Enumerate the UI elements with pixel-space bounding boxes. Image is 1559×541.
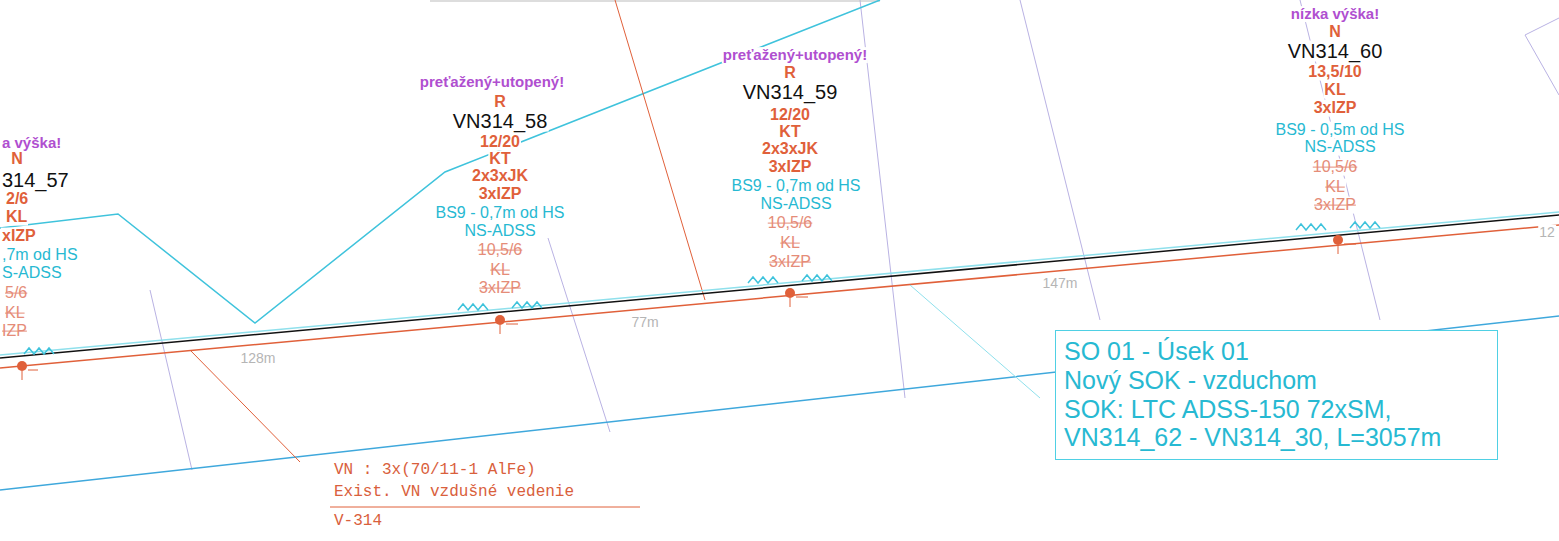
pole-spec: KL bbox=[1323, 82, 1346, 99]
pole-spec: 12/20 bbox=[769, 107, 811, 124]
cable-spec: S-ADSS bbox=[1, 265, 63, 282]
road-edge bbox=[0, 316, 1559, 490]
cable-spec: BS9 - 0,7m od HS bbox=[731, 178, 862, 195]
pole-id: VN314_58 bbox=[452, 111, 549, 132]
pole-spec: R bbox=[493, 94, 507, 111]
pole-spec: xIZP bbox=[1, 228, 37, 245]
note-text: SOK: LTC ADSS-150 72xSM, VN314_62 - VN31… bbox=[1064, 395, 1484, 453]
pole-id: VN314_60 bbox=[1287, 41, 1384, 62]
pole-spec: N bbox=[10, 151, 24, 168]
warning-note: nízka výška! bbox=[1290, 6, 1380, 22]
line-note: V-314 bbox=[333, 513, 383, 530]
cable-spec: NS-ADSS bbox=[759, 196, 832, 213]
warning-note: a výška! bbox=[1, 135, 62, 151]
removed-spec: 5/6 bbox=[4, 285, 28, 302]
pole-spec: 3xIZP bbox=[478, 186, 523, 203]
pole-spec: KL bbox=[5, 209, 28, 226]
pole-spec: 2x3xJK bbox=[471, 168, 529, 185]
line-note: VN : 3x(70/11-1 AlFe) bbox=[333, 462, 537, 479]
pole-spec: 2/6 bbox=[5, 191, 29, 208]
leader-line bbox=[910, 285, 1040, 398]
span-length: 147m bbox=[1041, 276, 1078, 291]
pole-spec: N bbox=[1328, 24, 1342, 41]
removed-spec: 3xIZP bbox=[1313, 197, 1357, 214]
removed-spec: KL bbox=[4, 305, 26, 322]
boundary-line bbox=[615, 0, 705, 300]
cable-spec: ,7m od HS bbox=[1, 247, 79, 264]
pole-spec: 3xIZP bbox=[1313, 100, 1358, 117]
line-note: Exist. VN vzdušné vedenie bbox=[333, 484, 575, 501]
warning-note: preťažený+utopený! bbox=[722, 47, 868, 63]
pole-spec: KT bbox=[488, 151, 511, 168]
removed-spec: IZP bbox=[1, 323, 28, 340]
pole-spec: KT bbox=[778, 124, 801, 141]
removed-spec: KL bbox=[779, 235, 801, 252]
span-length: 12 bbox=[1538, 225, 1556, 240]
pole-id: 314_57 bbox=[1, 170, 70, 191]
span-length: 77m bbox=[630, 315, 659, 330]
pole-spec: R bbox=[783, 65, 797, 82]
note-text: Nový SOK - vzduchom bbox=[1064, 366, 1484, 395]
pole-spec: 3xIZP bbox=[768, 159, 813, 176]
cable-spec: BS9 - 0,7m od HS bbox=[435, 205, 566, 222]
removed-spec: KL bbox=[489, 262, 511, 279]
cable-spec: NS-ADSS bbox=[463, 223, 536, 240]
removed-spec: 3xIZP bbox=[478, 280, 522, 297]
pole-spec: 2x3xJK bbox=[761, 141, 819, 158]
warning-note: preťažený+utopený! bbox=[419, 74, 565, 90]
project-note-box: SO 01 - Úsek 01Nový SOK - vzduchomSOK: L… bbox=[1055, 330, 1498, 460]
pole-id: VN314_59 bbox=[742, 82, 839, 103]
removed-spec: 3xIZP bbox=[768, 254, 812, 271]
removed-spec: 10,5/6 bbox=[1312, 159, 1358, 176]
underline bbox=[330, 507, 640, 508]
pole-spec: 12/20 bbox=[479, 134, 521, 151]
cable-spec: NS-ADSS bbox=[1303, 139, 1376, 156]
removed-spec: KL bbox=[1324, 179, 1346, 196]
road-edge bbox=[0, 0, 880, 323]
cable-spec: BS9 - 0,5m od HS bbox=[1275, 122, 1406, 139]
span-length: 128m bbox=[239, 351, 276, 366]
removed-spec: 10,5/6 bbox=[477, 242, 523, 259]
note-text: SO 01 - Úsek 01 bbox=[1064, 337, 1484, 366]
leader-line bbox=[190, 350, 300, 462]
removed-spec: 10,5/6 bbox=[767, 215, 813, 232]
pole-spec: 13,5/10 bbox=[1307, 64, 1362, 81]
